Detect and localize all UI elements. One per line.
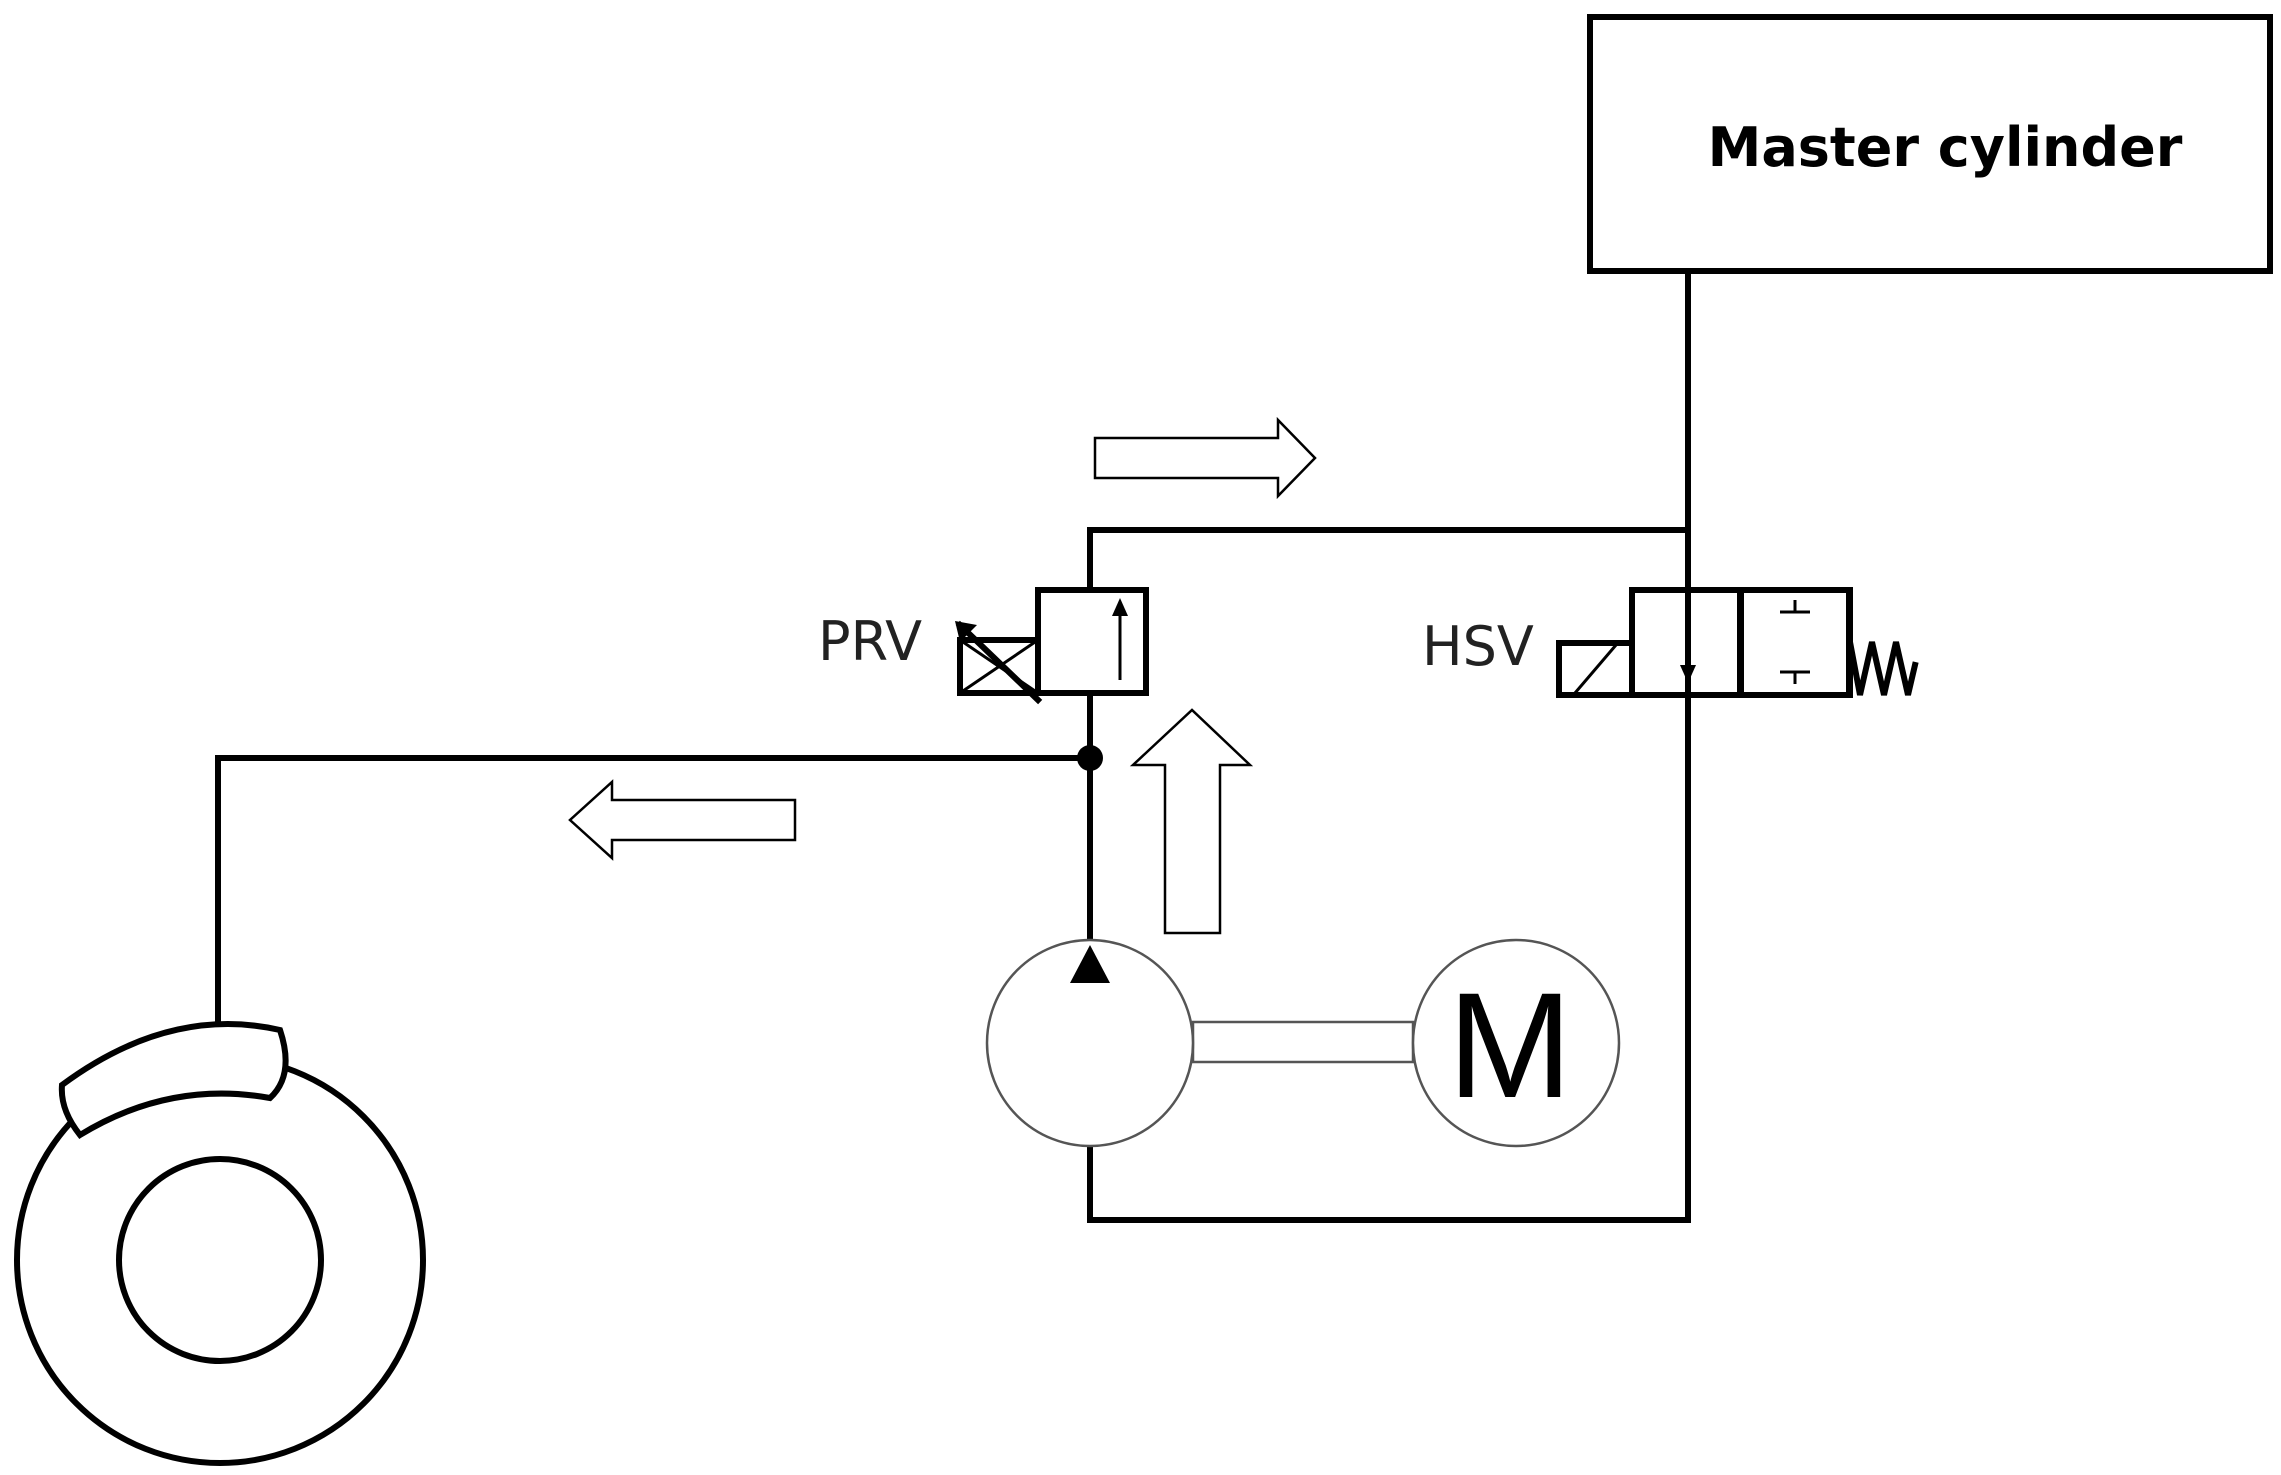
brake-assembly — [14, 1021, 426, 1466]
brake-disc-inner — [116, 1156, 324, 1364]
prv-arrow-head-icon — [1112, 598, 1128, 616]
prv-valve: PRV — [818, 587, 1149, 705]
pump-circle — [985, 938, 1195, 1148]
junction-dot — [1077, 745, 1103, 771]
prv-variable-arrow-head-icon — [955, 621, 977, 642]
motor-circle — [1411, 938, 1621, 1148]
flow-arrow-right — [1093, 416, 1317, 500]
flow-arrow-up — [1129, 708, 1254, 935]
master-cylinder-label: Master cylinder — [1708, 116, 2183, 179]
hsv-spring-icon — [1846, 638, 1919, 696]
hsv-label: HSV — [1422, 615, 1534, 678]
prv-valve-body — [1035, 587, 1149, 696]
flow-arrow-left — [568, 779, 797, 861]
drive-shaft — [1191, 1020, 1415, 1064]
hsv-valve: HSV — [1422, 587, 1919, 698]
pump-outlet-triangle-icon — [1070, 945, 1110, 983]
prv-variable-arrow — [955, 620, 1043, 705]
motor-label: M — [1448, 961, 1573, 1129]
master-cylinder-block: Master cylinder — [1587, 14, 2273, 274]
brake-caliper — [58, 1021, 289, 1139]
master-cylinder-box — [1587, 14, 2273, 274]
hsv-solenoid-diag — [1573, 644, 1618, 694]
flow-arrows — [568, 416, 1317, 935]
prv-label: PRV — [818, 610, 922, 673]
pump-motor-assembly: M — [985, 938, 1621, 1148]
hsv-arrow-head-icon — [1680, 665, 1696, 683]
hydraulic-lines — [215, 268, 1691, 1223]
